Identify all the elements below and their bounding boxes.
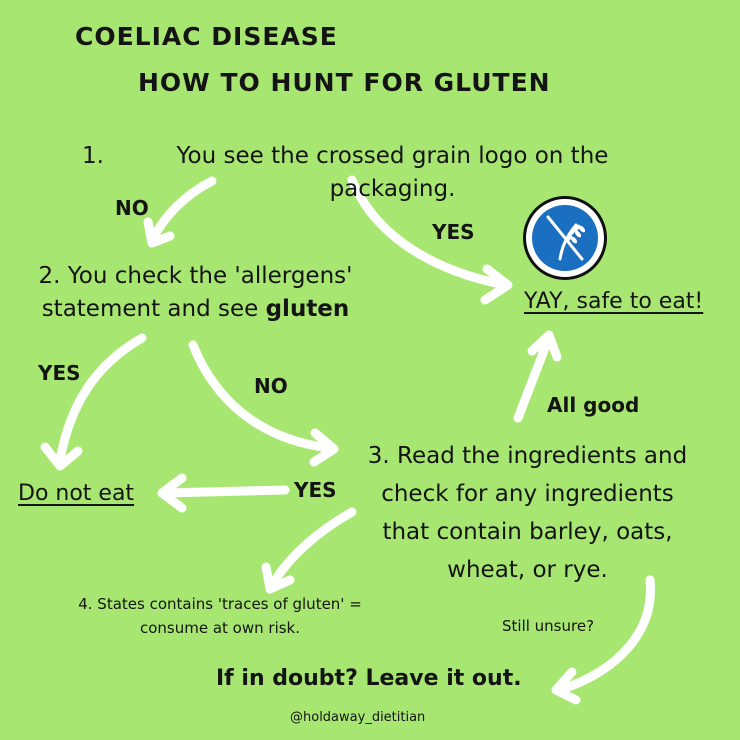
crossed-grain-icon: [532, 205, 598, 271]
arrowhead-safe-from-step1: [480, 264, 513, 305]
label-yes-step2: YES: [38, 361, 81, 385]
arrow-step2-to-step3: [188, 340, 335, 453]
step2-line2-plain: statement and see: [41, 296, 266, 322]
arrowhead-step2: [143, 217, 175, 248]
arrow-step2-to-donoteat: [55, 333, 147, 465]
label-still-unsure: Still unsure?: [502, 617, 595, 635]
step3-line1: 3. Read the ingredients and: [367, 443, 688, 469]
step4-text: 4. States contains 'traces of gluten' = …: [40, 592, 400, 640]
step2-line2: statement and see gluten: [18, 293, 373, 326]
label-all-good: All good: [547, 393, 640, 417]
step1-line1: You see the crossed grain logo on the: [176, 143, 609, 169]
step4-line1: 4. States contains 'traces of gluten' =: [78, 595, 362, 613]
title-how-to-hunt: HOW TO HUNT FOR GLUTEN: [138, 68, 551, 97]
crossed-grain-logo: [523, 196, 607, 280]
outcome-safe-to-eat: YAY, safe to eat!: [524, 289, 704, 314]
outcome-do-not-eat: Do not eat: [18, 481, 135, 506]
label-no-step2: NO: [254, 374, 288, 398]
arrowhead-safe-from-step3: [527, 330, 562, 362]
arrow-step1-to-step2: [147, 176, 217, 245]
step2-text: 2. You check the 'allergens' statement a…: [18, 260, 373, 326]
arrow-step1-to-safe: [347, 175, 510, 290]
arrowhead-step3: [309, 428, 339, 467]
step1-text: You see the crossed grain logo on the pa…: [160, 140, 625, 206]
step1-number: 1.: [82, 143, 104, 169]
arrowhead-donoteat-from-step2: [40, 442, 83, 471]
step3-text: 3. Read the ingredients and check for an…: [355, 437, 700, 589]
label-yes-step1: YES: [432, 220, 475, 244]
label-yes-step3: YES: [294, 478, 337, 502]
arrowhead-step4: [261, 562, 295, 594]
step3-line4: wheat, or rye.: [447, 557, 608, 583]
step4-line2: consume at own risk.: [139, 619, 301, 637]
step3-line2: check for any ingredients: [381, 481, 674, 507]
title-coeliac-disease: COELIAC DISEASE: [75, 22, 338, 51]
step2-line1: 2. You check the 'allergens': [38, 263, 353, 289]
credit-handle: @holdaway_dietitian: [290, 710, 426, 725]
arrow-unsure-to-doubt: [555, 575, 655, 695]
label-no-step1: NO: [115, 196, 149, 220]
step1-line2: packaging.: [329, 176, 456, 202]
arrow-step3-to-donoteat: [160, 485, 290, 498]
outcome-if-in-doubt: If in doubt? Leave it out.: [216, 666, 522, 691]
step3-line3: that contain barley, oats,: [382, 519, 673, 545]
step2-gluten-bold: gluten: [265, 296, 350, 322]
arrow-step3-to-safe: [513, 335, 553, 423]
arrow-step3-to-step4: [267, 507, 357, 590]
arrowhead-doubt: [551, 667, 581, 705]
arrowhead-donoteat-from-step3: [157, 473, 187, 513]
